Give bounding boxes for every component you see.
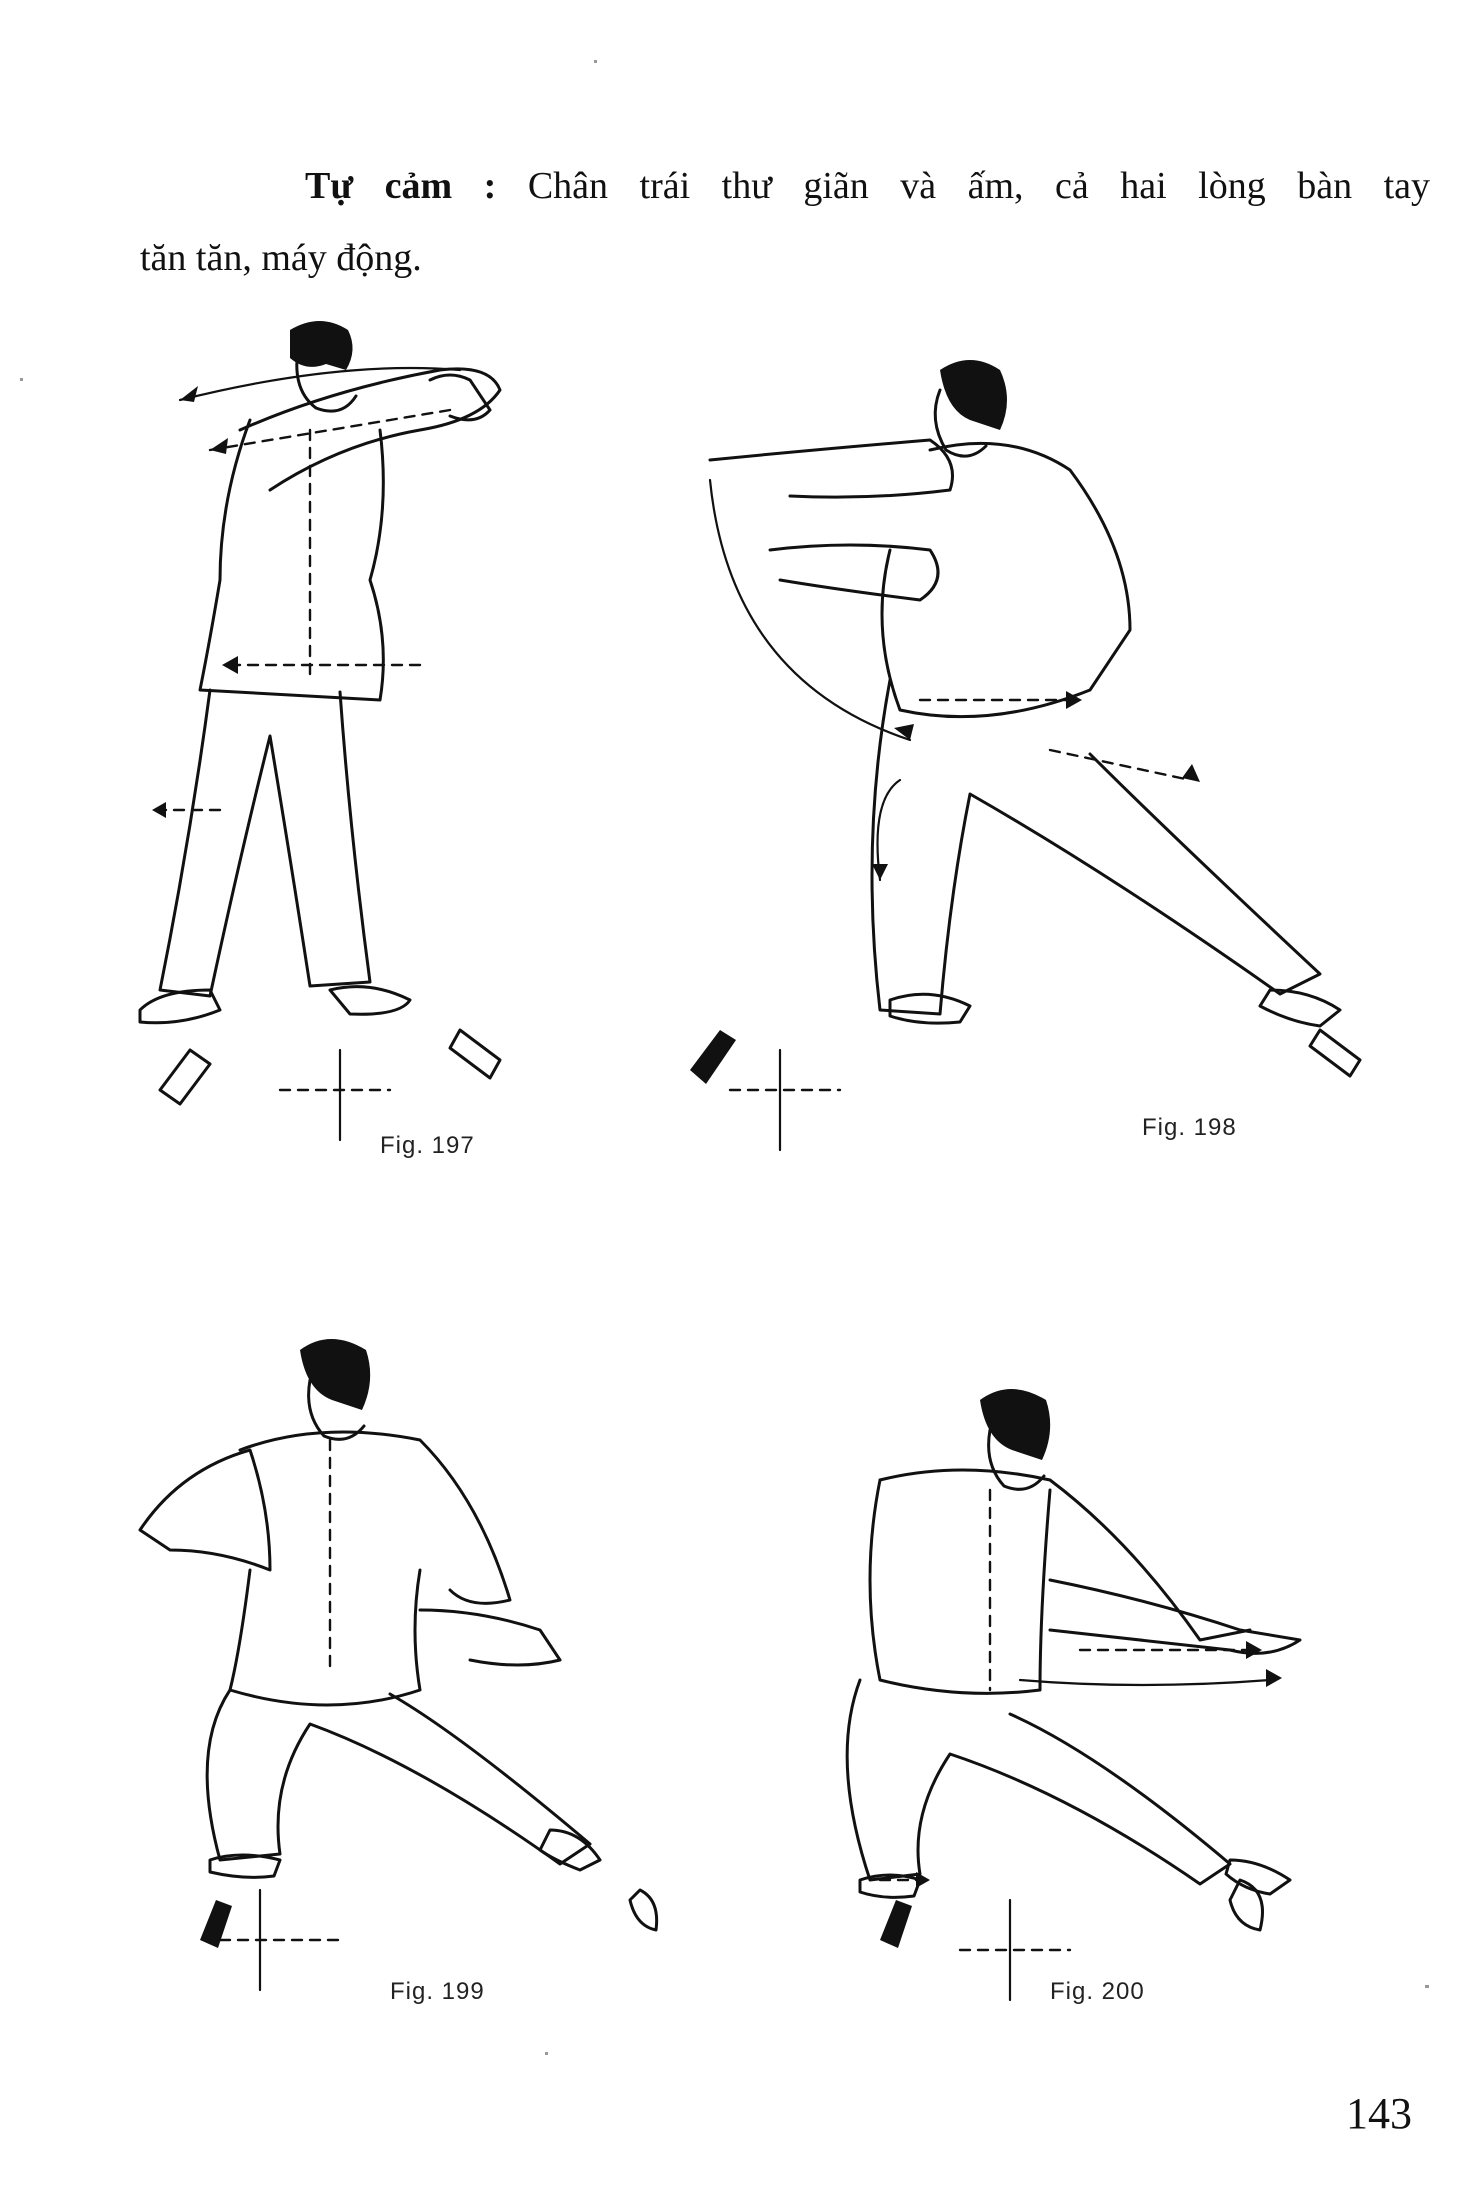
figure-199-right-arm — [418, 1608, 562, 1667]
figure-197-hands — [428, 373, 492, 422]
figure-200-hair — [980, 1389, 1051, 1460]
figure-197-hand-arrowhead — [210, 438, 228, 454]
intro-line-2: tăn tăn, máy động. — [140, 237, 422, 279]
figure-199-drawing — [138, 1339, 659, 1992]
figure-200-arms — [1048, 1578, 1302, 1655]
figure-200-hand-arrowhead — [1246, 1641, 1262, 1659]
figure-197-drawing — [138, 321, 502, 1142]
figure-197-footprint-right — [448, 1028, 502, 1080]
scan-speck — [1425, 1985, 1429, 1988]
figure-197-jacket — [198, 418, 385, 702]
intro-separator: : — [452, 165, 528, 207]
figure-198-right-foot — [1258, 988, 1342, 1028]
figure-197-right-foot — [328, 985, 412, 1016]
figure-200-footprint-right — [1228, 1878, 1264, 1932]
intro-paragraph: Tự cảm : Chân trái thư giãn và ấm, cả ha… — [140, 150, 1430, 294]
figure-197-left-foot — [138, 988, 222, 1025]
figure-197-arc-arrow — [178, 366, 462, 402]
figure-198-rear-arm — [768, 543, 940, 602]
figure-198-legs — [870, 678, 1322, 1016]
figure-198: Fig. 198 — [690, 350, 1390, 1152]
figure-198-arc-arrowhead — [894, 724, 914, 740]
figure-200-face — [987, 1428, 1046, 1491]
figure-199-right-foot — [538, 1828, 602, 1872]
figure-200-arc-arrowhead — [1266, 1669, 1282, 1687]
figure-197-arc-arrowhead — [180, 386, 198, 402]
figure-200-drawing — [845, 1389, 1302, 2002]
figure-197-legs — [158, 688, 372, 998]
figure-198-footprint-left — [690, 1030, 736, 1084]
figure-198-drawing — [690, 360, 1362, 1152]
figure-200: Fig. 200 — [820, 1380, 1380, 2005]
figure-198-arc-arrow — [708, 478, 912, 742]
figure-199-hair — [300, 1339, 371, 1410]
figure-199-legs — [205, 1688, 592, 1866]
figure-198-down-arrow — [876, 778, 902, 882]
figure-199-footprint-left — [200, 1900, 232, 1948]
figure-200-right-foot — [1224, 1858, 1292, 1896]
scan-speck — [545, 2052, 548, 2055]
figure-197-hair — [290, 321, 353, 370]
figure-200-jacket-top — [878, 1468, 1252, 1642]
intro-line-1: Tự cảm : Chân trái thư giãn và ấm, cả ha… — [140, 150, 1430, 222]
figure-197: Fig. 197 — [130, 310, 560, 1159]
figure-200-left-foot — [858, 1873, 922, 1899]
figure-198-leg-arrow — [1048, 748, 1192, 782]
scan-speck — [594, 60, 597, 63]
figure-199-left-arm — [138, 1448, 272, 1572]
figure-198-front-arm — [708, 438, 954, 499]
figure-197-face — [295, 348, 358, 413]
figure-200-caption: Fig. 200 — [1050, 1978, 1145, 2005]
figure-199-face — [307, 1378, 366, 1441]
figure-199-caption: Fig. 199 — [390, 1978, 485, 2005]
figure-198-jacket — [880, 441, 1132, 719]
figure-198-left-foot — [888, 992, 972, 1025]
figure-197-arms — [238, 367, 502, 492]
figure-200-footprint-left — [880, 1900, 912, 1948]
intro-line-1-text: Chân trái thư giãn và ấm, cả hai lòng bà… — [527, 165, 1431, 207]
figure-200-legs — [845, 1678, 1232, 1886]
figure-198-down-arrowhead — [872, 864, 888, 880]
figure-197-hand-arrow — [208, 408, 452, 452]
figure-197-footprint-left — [158, 1048, 212, 1106]
figure-198-face — [933, 388, 988, 458]
figure-200-foot-arrowhead — [916, 1872, 930, 1888]
intro-label: Tự cảm — [305, 165, 453, 207]
figure-199-left-foot — [208, 1853, 282, 1879]
figure-198-caption: Fig. 198 — [1142, 1114, 1237, 1141]
figure-199-footprint-right — [628, 1888, 659, 1932]
figure-200-jacket-bottom — [868, 1478, 1052, 1695]
figure-197-waist-arrowhead — [222, 656, 238, 674]
figure-198-waist-arrowhead — [1066, 691, 1082, 709]
figure-198-footprint-right — [1308, 1028, 1362, 1078]
scan-speck — [20, 378, 23, 381]
figure-198-hair — [940, 360, 1007, 430]
figure-199: Fig. 199 — [120, 1330, 700, 2005]
figure-199-jacket-top — [238, 1430, 512, 1605]
figure-199-jacket-bottom — [228, 1568, 422, 1707]
figure-197-knee-arrowhead — [152, 802, 166, 818]
page-number: 143 — [1346, 2089, 1412, 2138]
figure-198-leg-arrowhead — [1182, 764, 1200, 782]
figure-197-caption: Fig. 197 — [380, 1132, 475, 1159]
figure-200-arc-arrow — [1018, 1678, 1272, 1687]
